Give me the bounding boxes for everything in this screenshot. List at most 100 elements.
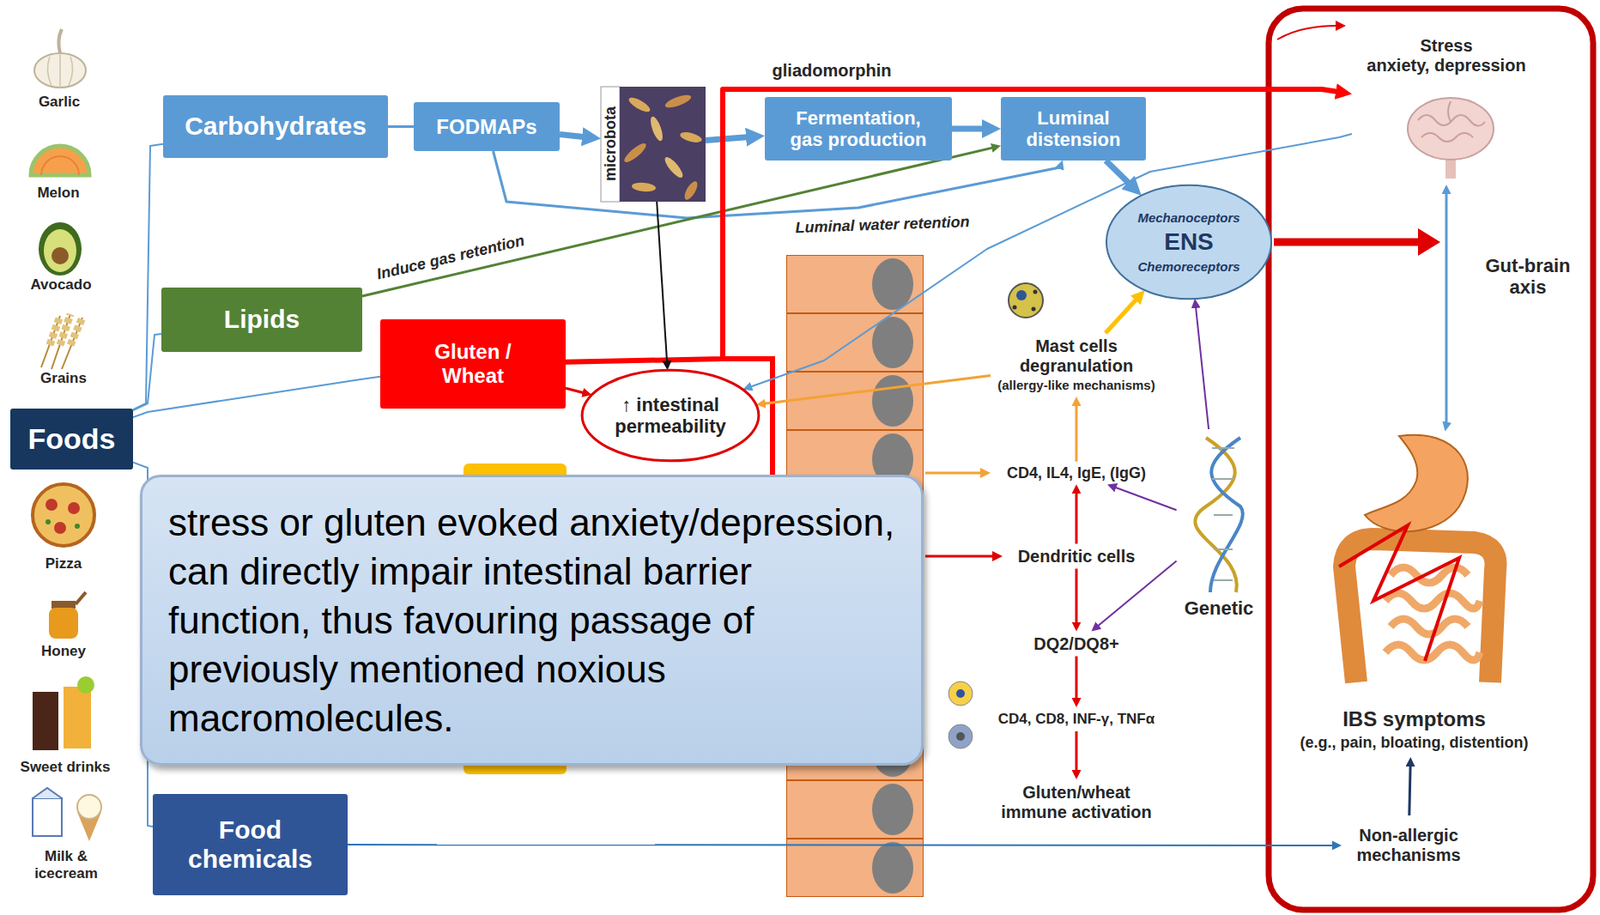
node-text: IBS symptoms — [1342, 707, 1486, 732]
grains-icon — [49, 314, 83, 346]
milk-icon — [32, 787, 62, 799]
drinks-icon — [63, 686, 91, 749]
ens-ellipse: MechanoceptorsENSChemoreceptors — [1104, 182, 1273, 302]
mechanism-text: CD4, IL4, IgE, (IgG) — [990, 461, 1163, 485]
node-text: Non-allergic mechanisms — [1344, 825, 1473, 866]
connector-arrow — [559, 134, 592, 139]
connector-arrow — [1105, 160, 1135, 189]
connector-arrow — [493, 151, 1062, 219]
microbiota-picture — [662, 154, 686, 180]
gut-brain-frame — [1268, 8, 1594, 910]
mechanism-text: Non-allergic mechanisms — [1341, 815, 1476, 876]
text-label: Pizza — [45, 555, 83, 573]
connector-arrow — [133, 376, 381, 418]
dna-icon — [1212, 448, 1235, 581]
connector-arrow — [1105, 295, 1140, 334]
process-box: Fermentation, gas production — [764, 96, 952, 161]
side-arrow-orange — [980, 467, 991, 479]
garlic-icon — [34, 53, 86, 88]
node-text: CD4, IL4, IgE, (IgG) — [1006, 464, 1146, 483]
garlic-icon — [34, 29, 86, 88]
stress-input-arrow — [1277, 25, 1336, 40]
connector-arrow — [1075, 489, 1079, 545]
grains-icon — [41, 314, 83, 370]
side-arrow-red — [992, 551, 1003, 562]
ellipse-shape — [581, 369, 759, 461]
honey-icon — [48, 607, 79, 639]
connector-arrow — [1095, 560, 1177, 629]
node-text: Fermentation, gas production — [780, 107, 937, 152]
microbiota-picture — [682, 179, 701, 202]
node-text: Stress — [1419, 36, 1473, 56]
node-text: ↑ intestinal permeability — [606, 393, 735, 438]
node-text: Luminal distension — [1011, 107, 1136, 152]
food-group-box: Carbohydrates — [163, 95, 388, 158]
text-label: Luminal water retention — [794, 212, 970, 237]
connector-arrow — [1075, 569, 1079, 628]
connector-arrow — [133, 144, 164, 411]
dna-icon — [1194, 437, 1243, 593]
text-label: Avocado — [30, 276, 91, 294]
microbiota-picture — [626, 95, 652, 116]
connector-arrow — [951, 126, 992, 133]
node-text: Genetic — [1184, 597, 1255, 619]
connector-arrow — [1075, 656, 1079, 704]
process-box: Luminal distension — [1000, 96, 1146, 161]
connector-arrow — [760, 375, 991, 405]
node-text: Lipids — [224, 304, 300, 335]
node-text: Chemoreceptors — [1137, 259, 1240, 274]
connector-arrow — [362, 146, 997, 297]
node-text: microbota — [601, 106, 620, 182]
microbiota-picture — [619, 86, 706, 202]
node-text: Mast cells degranulation — [1003, 336, 1150, 376]
honey-icon — [48, 592, 86, 639]
genetic-node: Genetic — [1176, 429, 1262, 623]
drinks-icon — [77, 676, 95, 694]
microbiota-picture — [678, 130, 704, 145]
connector-arrow — [656, 201, 667, 366]
text-label: Sweet drinks — [20, 758, 111, 776]
mast-cell-icon — [1033, 290, 1038, 295]
side-arrow-orange — [925, 472, 982, 475]
mast-cell-icon — [1016, 290, 1027, 301]
gut-icon — [1364, 435, 1468, 533]
melon-icon — [41, 156, 79, 176]
side-arrow-orange — [925, 467, 991, 479]
drinks-icon — [32, 676, 95, 751]
brain-icon — [1418, 101, 1485, 142]
mechanism-text: Gluten/wheat immune activation — [992, 779, 1161, 826]
mechanism-text: DQ2/DQ8+ — [1016, 631, 1137, 657]
connector-arrow — [133, 333, 162, 411]
gut-icon — [1339, 525, 1460, 661]
mechanism-text: Dendritic cells — [999, 544, 1154, 570]
t-cell-icon — [956, 732, 965, 741]
mechanism-text: Mast cells degranulation(allergy-like me… — [990, 333, 1163, 397]
food-group-box: Food chemicals — [152, 793, 348, 896]
mast-cell-icon — [1031, 307, 1037, 312]
microbiota-picture — [631, 181, 657, 193]
process-box: FODMAPs — [413, 102, 560, 152]
microbiota-picture — [648, 115, 666, 143]
brain-node: Stressanxiety, depression — [1351, 32, 1541, 185]
honey-icon — [75, 592, 86, 605]
mechanism-text: CD4, CD8, INF-γ, TNFα — [981, 707, 1171, 732]
side-arrow-red — [925, 551, 1003, 562]
stress-input-arrow — [1277, 20, 1346, 40]
text-label: Induce gas retention — [375, 231, 527, 284]
gut-icon — [1344, 539, 1497, 683]
text-label: Garlic — [38, 93, 80, 111]
foods-box: Foods — [10, 408, 134, 470]
pizza-icon — [45, 498, 58, 511]
pizza-icon — [45, 519, 51, 525]
node-text: CD4, CD8, INF-γ, TNFα — [998, 710, 1155, 728]
node-text: Gluten/wheat immune activation — [994, 782, 1158, 823]
pizza-icon — [32, 484, 95, 546]
avocado-icon — [43, 229, 77, 273]
text-label: Honey — [41, 642, 86, 661]
text-label: Milk & icecream — [23, 848, 110, 882]
gut-icon — [1339, 435, 1497, 683]
microbiota-picture — [663, 92, 692, 110]
melon-icon — [30, 145, 90, 176]
ens-output-arrow — [1418, 228, 1441, 256]
t-cell-icon — [956, 689, 965, 698]
